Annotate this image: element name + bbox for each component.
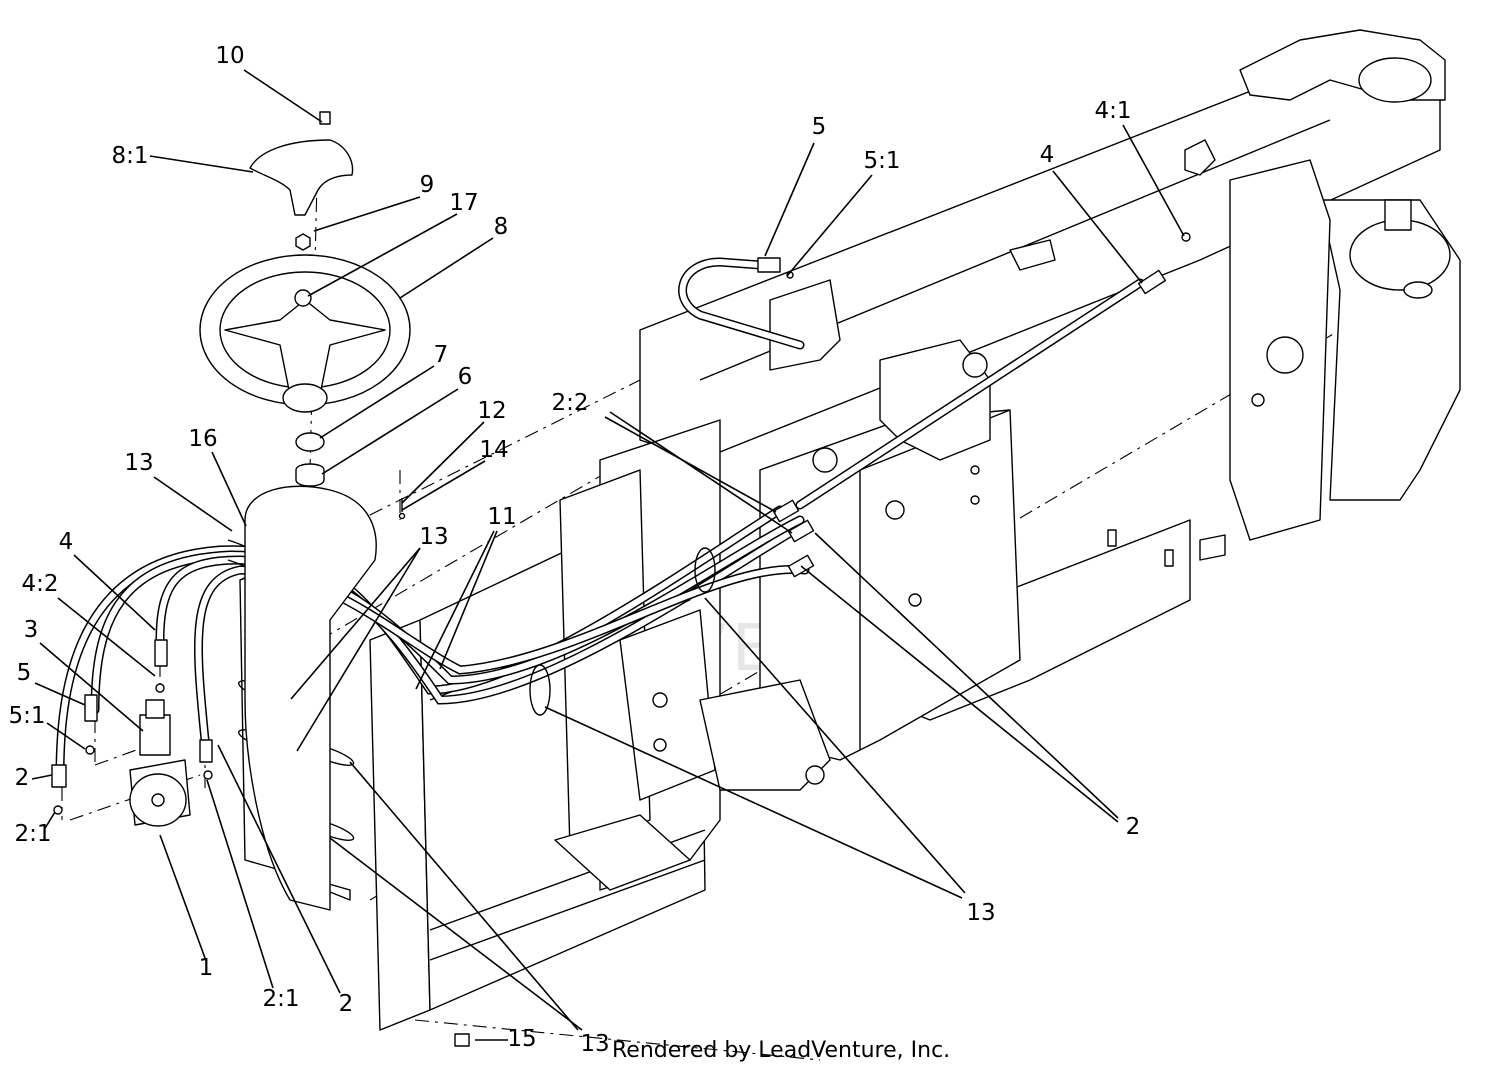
callout-leader-c10	[243, 69, 323, 123]
callout-leader-c5_1b	[786, 174, 873, 277]
callout-leader-c13c2	[329, 837, 583, 1031]
callout-leader-c13a	[153, 476, 233, 532]
callout-c15: 15	[507, 1026, 536, 1052]
callout-c16: 16	[188, 426, 217, 452]
callout-leader-c2c2	[800, 565, 1119, 823]
callout-c4b: 4	[1040, 142, 1055, 168]
callout-c2c: 2	[1126, 814, 1141, 840]
callout-c13a: 13	[124, 450, 153, 476]
callout-c17: 17	[449, 190, 478, 216]
callout-leader-c13d2	[544, 706, 963, 899]
callout-leader-c8_1	[149, 155, 254, 173]
steering-column-cover	[244, 485, 377, 911]
callout-leader-c1	[159, 834, 206, 959]
callout-c13b: 13	[419, 524, 448, 550]
steering-wheel	[199, 254, 411, 413]
callout-c2_1b: 2:1	[262, 986, 299, 1012]
render-credit: Rendered by LeadVenture, Inc.	[612, 1038, 950, 1063]
callout-leader-c2c	[814, 532, 1119, 819]
callout-c9: 9	[420, 172, 435, 198]
callout-c3: 3	[24, 617, 39, 643]
callout-leader-c8	[399, 237, 494, 299]
callout-c12: 12	[477, 398, 506, 424]
callout-leader-c13b2	[296, 547, 421, 752]
callout-leader-c11	[415, 530, 495, 690]
callout-leader-c2_2b	[609, 411, 793, 534]
callout-leader-c12	[401, 421, 485, 504]
callout-leader-c6	[321, 388, 459, 475]
callout-c7: 7	[434, 342, 449, 368]
callout-leader-c13d	[704, 597, 966, 894]
callout-c13d: 13	[966, 900, 995, 926]
callout-c11: 11	[487, 504, 516, 530]
callout-leader-c11b	[439, 530, 498, 670]
callout-c5b: 5	[812, 114, 827, 140]
callout-leader-c2_2	[604, 416, 777, 513]
callout-c4_1: 4:1	[1094, 98, 1131, 124]
callout-leader-c13b	[290, 547, 421, 700]
callout-leader-c4_1	[1122, 124, 1185, 237]
callout-leader-c7	[319, 365, 435, 439]
callout-c2b: 2	[339, 991, 354, 1017]
callout-leader-c5b	[764, 142, 815, 257]
callout-leader-c14	[401, 460, 486, 511]
callout-c1: 1	[199, 955, 214, 981]
callout-c2_1a: 2:1	[14, 821, 51, 847]
callout-c4a: 4	[59, 529, 74, 555]
callout-c10: 10	[215, 43, 244, 69]
callout-c2_2: 2:2	[551, 390, 588, 416]
callout-leader-c2_1a	[43, 811, 56, 831]
hose-fittings-left	[51, 232, 1191, 815]
callout-leader-c5a	[34, 682, 86, 706]
steering-bushing	[295, 432, 325, 487]
callout-leader-c2b	[217, 744, 341, 994]
callout-c2a: 2	[15, 765, 30, 791]
callout-c6: 6	[458, 364, 473, 390]
callout-leader-c9	[313, 196, 421, 232]
callout-leader-c4_2	[57, 597, 156, 677]
callout-leader-c16	[211, 451, 247, 527]
callout-c5a: 5	[17, 660, 32, 686]
callout-leader-c5_1a	[46, 722, 86, 750]
callout-leader-c4a	[73, 554, 156, 631]
callout-c5_1b: 5:1	[863, 148, 900, 174]
callout-leader-c2_1b	[206, 779, 274, 989]
callout-c5_1a: 5:1	[8, 703, 45, 729]
callout-c8_1: 8:1	[111, 143, 148, 169]
callout-c13c: 13	[580, 1031, 609, 1057]
callout-leader-c4b	[1052, 170, 1143, 284]
callout-c14: 14	[479, 437, 508, 463]
callout-leader-c3	[39, 642, 144, 732]
steering-control-unit	[129, 699, 191, 827]
steering-nut	[295, 233, 311, 251]
callout-leader-c13c	[349, 761, 579, 1031]
callout-c8: 8	[494, 214, 509, 240]
callout-leader-c17	[307, 213, 458, 297]
steering-cap	[249, 111, 354, 216]
callout-c4_2: 4:2	[21, 571, 58, 597]
callout-leader-c2a	[31, 774, 53, 780]
